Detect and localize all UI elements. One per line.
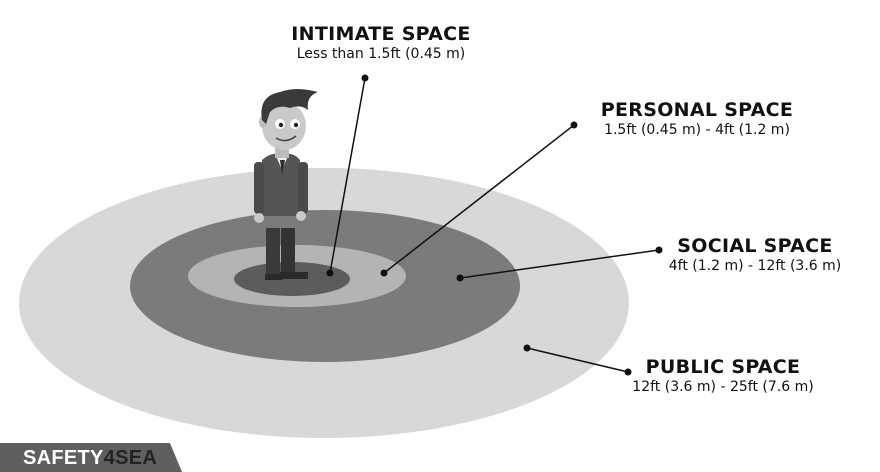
intimate-space-label: INTIMATE SPACE Less than 1.5ft (0.45 m) [291,23,470,62]
social-space-range: 4ft (1.2 m) - 12ft (3.6 m) [668,258,842,274]
personal-space-range: 1.5ft (0.45 m) - 4ft (1.2 m) [604,122,790,138]
personal-space-label: PERSONAL SPACE 1.5ft (0.45 m) - 4ft (1.2… [601,99,793,138]
logo-text-primary: SAFETY [23,447,104,469]
social-space-title: SOCIAL SPACE [677,235,833,257]
intimate-space-title: INTIMATE SPACE [291,23,471,45]
intimate-leader-line [329,77,366,274]
safety4sea-logo: SAFETY4SEA [23,447,157,470]
public-space-label: PUBLIC SPACE 12ft (3.6 m) - 25ft (7.6 m) [632,356,813,395]
public-space-range: 12ft (3.6 m) - 25ft (7.6 m) [632,379,814,395]
personal-leader-line [383,124,575,274]
public-leader-line [526,347,629,373]
logo-banner [0,443,182,472]
intimate-space-range: Less than 1.5ft (0.45 m) [296,46,466,62]
social-leader-line [459,249,660,279]
person-illustration [254,89,318,280]
public-space-title: PUBLIC SPACE [645,356,801,378]
social-space-label: SOCIAL SPACE 4ft (1.2 m) - 12ft (3.6 m) [669,235,841,274]
personal-space-title: PERSONAL SPACE [600,99,794,121]
leader-dots [326,74,663,376]
leader-lines [329,77,660,373]
logo-text-secondary: 4SEA [103,447,158,469]
